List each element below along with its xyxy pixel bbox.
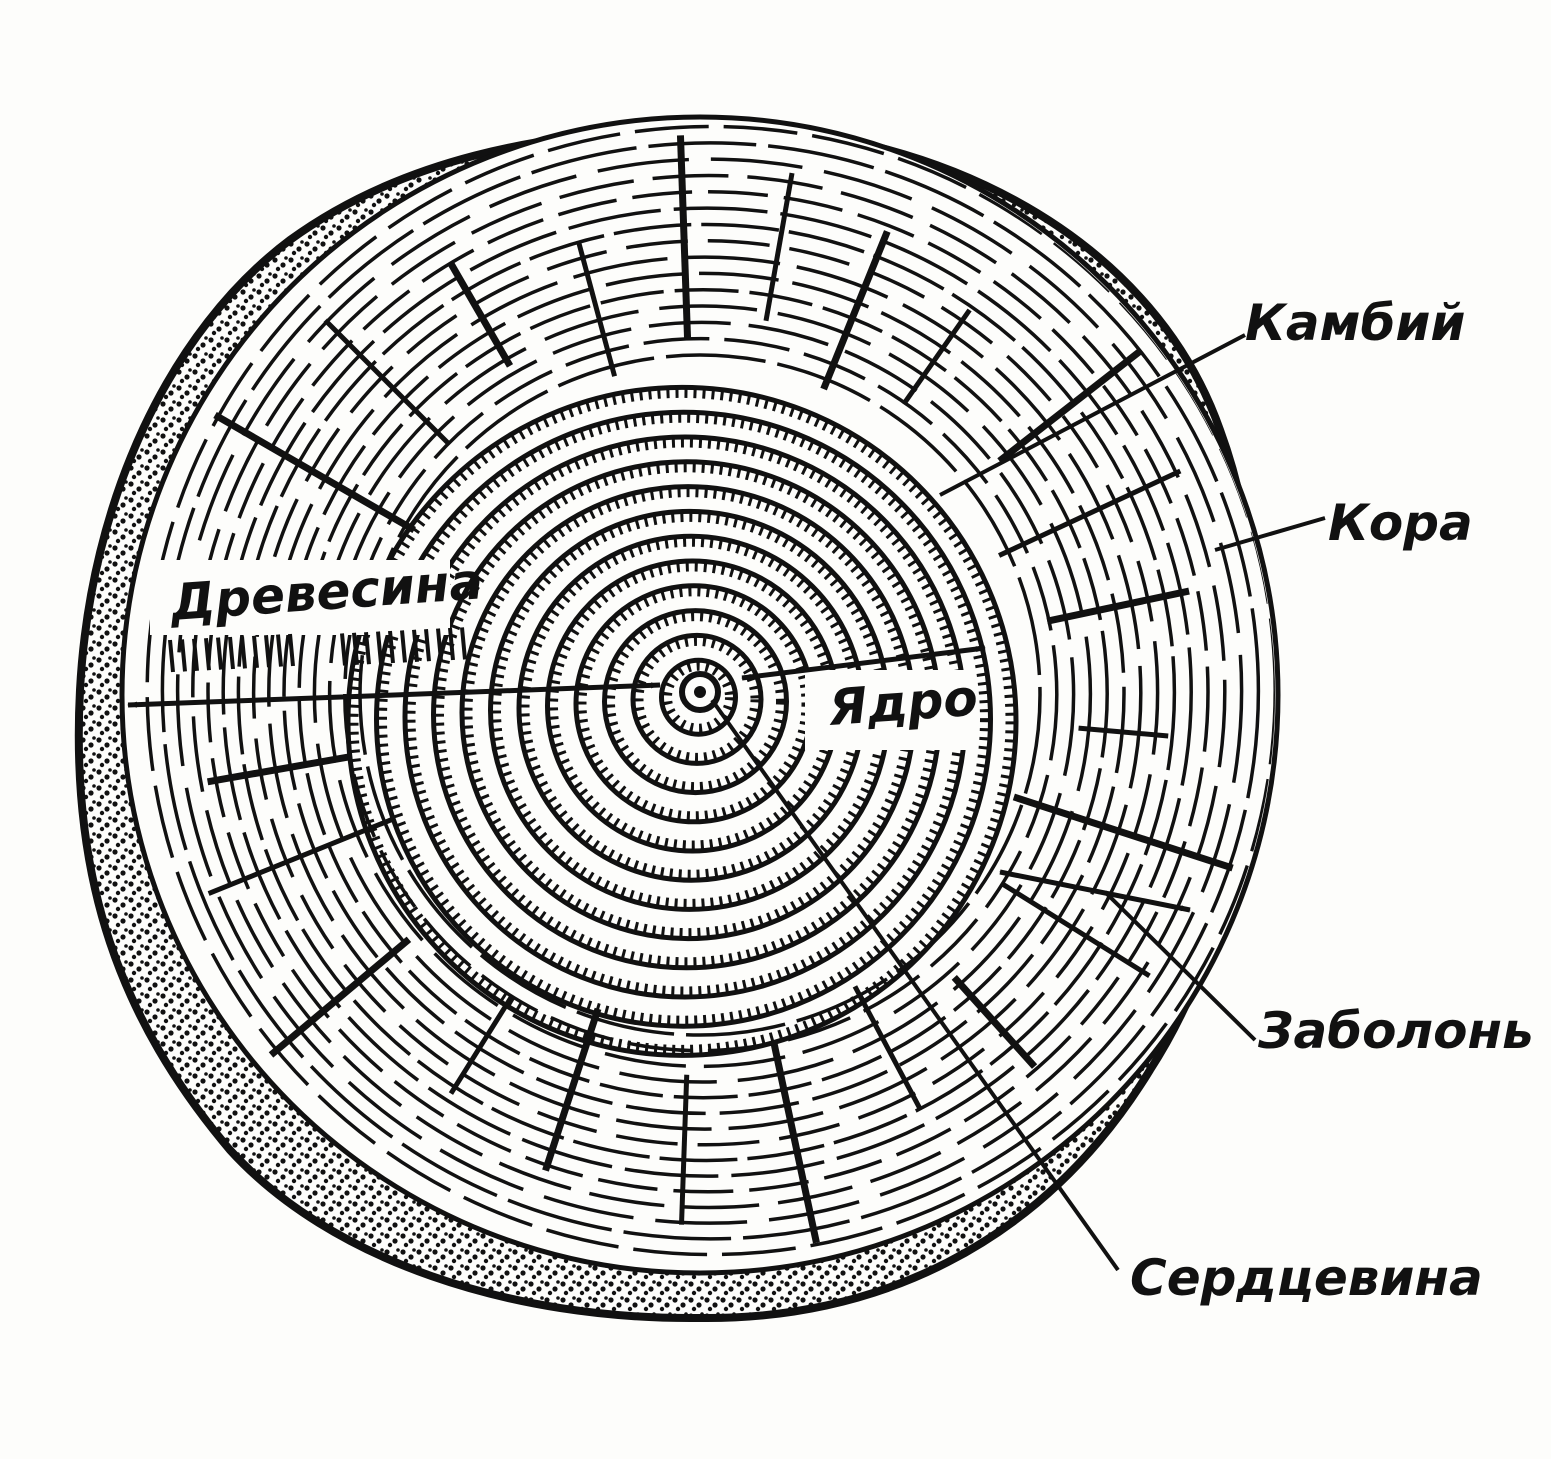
wood-label-band	[150, 560, 450, 635]
medullary-ray	[901, 308, 972, 406]
wood-tick	[364, 632, 371, 665]
medullary-ray	[951, 975, 1038, 1069]
wood-tick	[204, 638, 211, 671]
wood-tick	[168, 639, 175, 673]
wood-tick	[436, 628, 443, 661]
medullary-ray	[676, 135, 692, 341]
wood-radius-arrow	[127, 682, 661, 708]
medullary-ray	[852, 985, 923, 1112]
medullary-ray	[207, 816, 395, 896]
wood-tick	[180, 639, 187, 672]
sapwood-ring	[297, 287, 1109, 1100]
wood-tick	[252, 635, 259, 668]
medullary-ray	[268, 936, 412, 1058]
heartwood-ring-teeth	[349, 388, 1015, 1054]
heartwood-ring-teeth	[606, 612, 785, 792]
medullary-ray	[998, 468, 1182, 558]
medullary-ray	[323, 318, 451, 446]
wood-tick	[288, 633, 295, 667]
heartwood-ring-teeth	[378, 413, 989, 1025]
bark-label: Кора	[1328, 494, 1473, 552]
wood-tick	[388, 630, 395, 664]
heartwood-ring	[659, 657, 738, 737]
cambium-label: Камбий	[1245, 294, 1465, 352]
wood-tick	[352, 632, 359, 665]
medullary-ray	[1078, 725, 1169, 739]
medullary-ray	[763, 172, 795, 322]
heartwood-label: Ядро	[826, 669, 980, 737]
wood-tick	[400, 630, 407, 663]
pith	[679, 671, 721, 713]
wood-tick	[228, 636, 235, 670]
heartwood-radius-arrow	[741, 645, 986, 681]
pith-label: Сердцевина	[1130, 1249, 1483, 1307]
wood-tick	[240, 636, 247, 669]
heartwood-ring	[345, 384, 1019, 1058]
wood-tick	[460, 627, 467, 660]
medullary-ray	[206, 753, 352, 786]
heartwood-label-band	[805, 670, 975, 750]
wood-tick	[192, 638, 199, 671]
medullary-ray	[1012, 793, 1234, 872]
dimension-arrows	[127, 645, 1191, 913]
medullary-ray	[575, 240, 618, 377]
wood-tick	[448, 627, 455, 661]
medullary-ray	[448, 994, 514, 1095]
cambium-leader	[939, 333, 1246, 497]
heartwood-ring-teeth	[663, 661, 734, 733]
bark-leader	[1214, 516, 1326, 552]
sapwood-label: Заболонь	[1257, 1002, 1534, 1060]
medullary-ray	[446, 260, 514, 368]
wood-tick-marks	[168, 627, 467, 673]
medullary-ray	[770, 1041, 820, 1244]
sapwood-width-arrow	[999, 869, 1191, 913]
medullary-ray	[997, 347, 1144, 464]
leader-lines	[710, 333, 1326, 1272]
sapwood-leader	[1103, 890, 1257, 1042]
wood-tick	[264, 635, 271, 668]
medullary-ray	[679, 1074, 690, 1225]
medullary-ray	[213, 411, 416, 534]
medullary-ray	[820, 230, 891, 391]
wood-tick	[216, 637, 223, 670]
medullary-ray	[1046, 587, 1190, 625]
medullary-rays	[206, 135, 1234, 1244]
wood-tick	[412, 629, 419, 662]
wood-tick	[424, 629, 431, 662]
wood-tick	[376, 631, 383, 664]
heartwood-ring	[374, 409, 993, 1029]
wood-tick	[340, 633, 347, 666]
pith-leader	[710, 698, 1120, 1272]
medullary-ray	[542, 1007, 602, 1172]
wood-tick	[276, 634, 283, 667]
